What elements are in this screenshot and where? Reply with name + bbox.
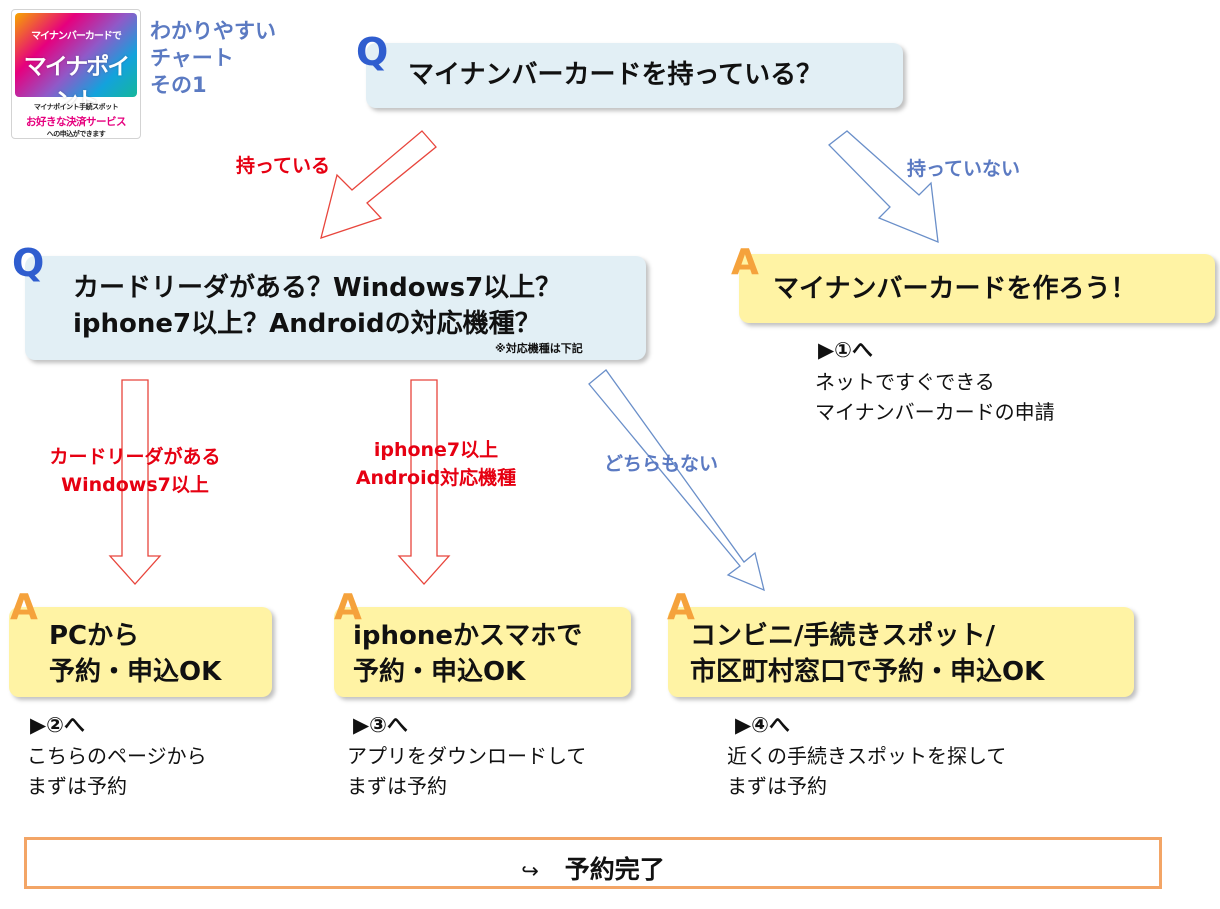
phone-desc-line1: アプリをダウンロードして [347, 744, 587, 768]
arrow-phone [397, 379, 451, 585]
logo-line4: お好きな決済サービス [26, 116, 127, 128]
answer-spot-box: コンビニ/手続きスポット/ 市区町村窓口で予約・申込OK [668, 607, 1134, 697]
logo-line1: マイナンバーカードで [31, 31, 122, 42]
arrow-has-card [320, 130, 437, 239]
phone-desc-line2: まずは予約 [347, 774, 447, 798]
pc-desc-line2: まずは予約 [27, 774, 127, 798]
answer-pc-mark: A [10, 587, 38, 628]
answer-pc-line2: 予約・申込OK [49, 657, 222, 687]
spot-desc-line1: 近くの手続きスポットを探して [727, 744, 1007, 768]
answer-spot-line2: 市区町村窓口で予約・申込OK [690, 657, 1045, 687]
make-card-desc: ネットですぐできる マイナンバーカードの申請 [815, 367, 1055, 427]
logo-line3: マイナポイント手続スポット [33, 103, 119, 111]
question-2-box: カードリーダがある？Windows7以上？ iphone7以上？Androidの… [25, 256, 646, 360]
reservation-complete: ↪ 予約完了 [27, 850, 1159, 886]
label-has-card: 持っている [236, 155, 331, 177]
make-card-desc-line2: マイナンバーカードの申請 [815, 400, 1055, 424]
answer-make-card-mark: A [731, 242, 759, 283]
question-1-mark: Q [356, 30, 389, 74]
arrow-no-card [828, 130, 939, 244]
answer-spot-mark: A [667, 587, 695, 628]
reservation-complete-text: 予約完了 [564, 855, 665, 884]
question-2-line1: カードリーダがある？Windows7以上？ [73, 273, 562, 303]
question-1-text: マイナンバーカードを持っている？ [408, 60, 823, 90]
step-4-link[interactable]: ▶④へ [735, 713, 790, 737]
intro-line3: その1 [150, 73, 207, 97]
question-2-line2: iphone7以上？Androidの対応機種？ [73, 309, 541, 339]
label-card-reader-line1: カードリーダがある [49, 446, 221, 468]
answer-spot-line1: コンビニ/手続きスポット/ [690, 621, 995, 651]
logo-line5: への申込ができます [46, 130, 106, 138]
label-phone-line1: iphone7以上 [373, 439, 499, 461]
make-card-desc-line1: ネットですぐできる [815, 370, 995, 394]
phone-desc: アプリをダウンロードして まずは予約 [347, 741, 586, 801]
intro-line1: わかりやすい [150, 19, 276, 43]
step-3-link[interactable]: ▶③へ [353, 713, 408, 737]
answer-phone-line1: iphoneかスマホで [353, 621, 583, 651]
label-neither: どちらもない [604, 453, 719, 475]
return-arrow-icon: ↪ [521, 859, 539, 883]
answer-make-card-box: マイナンバーカードを作ろう！ [739, 254, 1215, 323]
answer-phone-line2: 予約・申込OK [353, 657, 526, 687]
question-2-mark: Q [12, 241, 45, 285]
answer-phone-box: iphoneかスマホで 予約・申込OK [334, 607, 631, 697]
step-1-link[interactable]: ▶①へ [818, 338, 873, 362]
mynapoint-logo: マイナンバーカードで マイナポイント マイナポイント手続スポット お好きな決済サ… [11, 9, 141, 139]
label-no-card: 持っていない [907, 158, 1021, 180]
question-2-note: ※対応機種は下記 [495, 342, 583, 355]
answer-phone-mark: A [334, 587, 362, 628]
answer-make-card-text: マイナンバーカードを作ろう！ [773, 274, 1137, 304]
logo-banner: マイナンバーカードで マイナポイント [15, 13, 137, 114]
step-2-link[interactable]: ▶②へ [30, 713, 85, 737]
logo-line2: マイナポイント [23, 54, 131, 114]
question-1-box: マイナンバーカードを持っている？ [366, 43, 903, 108]
arrow-neither [588, 369, 765, 592]
arrow-card-reader [108, 379, 162, 585]
spot-desc: 近くの手続きスポットを探して まずは予約 [727, 741, 1006, 801]
answer-pc-line1: PCから [49, 621, 140, 651]
label-card-reader: カードリーダがある Windows7以上 [26, 443, 244, 499]
pc-desc: こちらのページから まずは予約 [27, 741, 207, 801]
spot-desc-line2: まずは予約 [727, 774, 827, 798]
intro-line2: チャート [150, 46, 234, 70]
chart-intro: わかりやすい チャート その1 [150, 18, 276, 99]
pc-desc-line1: こちらのページから [27, 744, 207, 768]
label-phone: iphone7以上 Android対応機種 [336, 436, 536, 492]
answer-pc-box: PCから 予約・申込OK [9, 607, 272, 697]
label-card-reader-line2: Windows7以上 [61, 474, 209, 496]
reservation-complete-box: ↪ 予約完了 [24, 837, 1162, 889]
label-phone-line2: Android対応機種 [355, 467, 517, 489]
